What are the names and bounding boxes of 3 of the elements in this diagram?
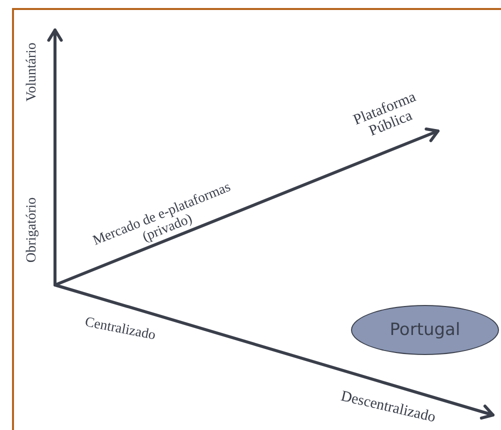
axis-label: Voluntário xyxy=(26,42,40,104)
axis-label: Centralizado xyxy=(82,314,158,346)
axis-label: Obrigatório xyxy=(26,196,40,265)
